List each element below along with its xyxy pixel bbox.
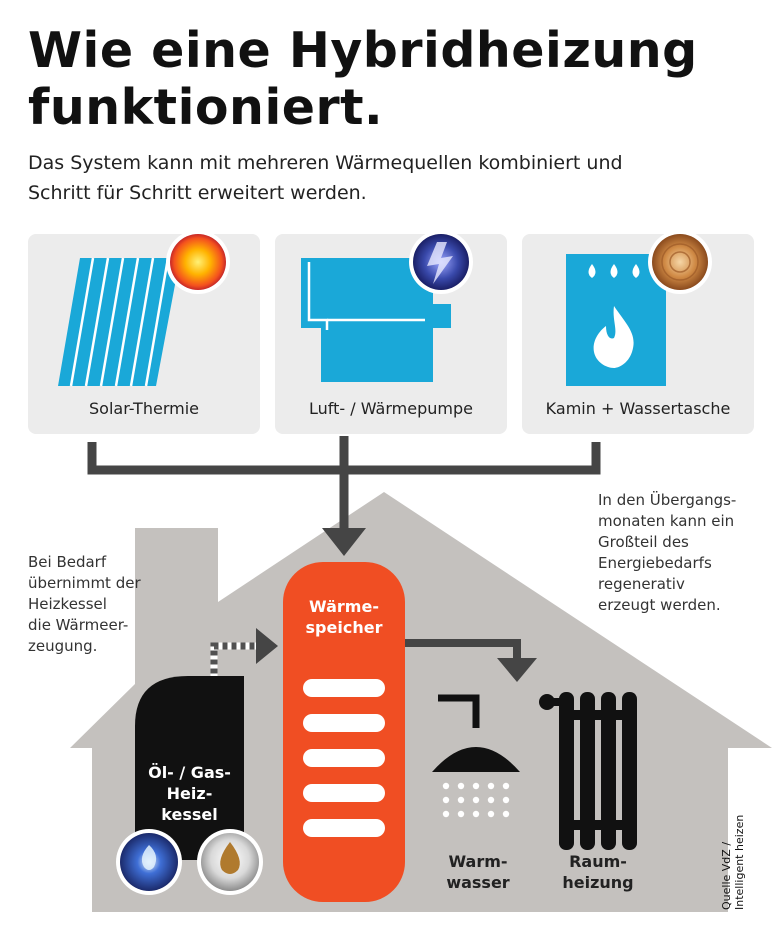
subtitle-line-2: Schritt für Schritt erweitert werden. [28,182,367,204]
source-card-heatpump: Luft- / Wärmepumpe [275,234,507,434]
oil-drop-icon [197,829,263,895]
title-line-2: funktioniert. [28,79,384,136]
note-left: Bei Bedarf übernimmt der Heizkessel die … [28,553,141,655]
raumheizung-label: Raum- heizung [562,852,634,892]
feed-arrow [322,528,366,556]
source-card-solar: Solar-Thermie [28,234,260,434]
source-card-fireplace: Kamin + Wassertasche [522,234,754,434]
wood-icon [648,234,712,294]
heat-pump-icon [301,234,473,382]
page-title: Wie eine Hybridheizung funktioniert. [28,22,768,136]
sun-icon [166,234,230,294]
storage-coil [303,679,385,837]
subtitle-line-1: Das System kann mit mehreren Wärmequelle… [28,152,623,174]
house-shape [70,492,772,912]
radiator-icon [539,692,637,850]
boiler-arrow [256,628,278,664]
fireplace-icon [566,234,712,386]
note-right: In den Übergangs- monaten kann ein Großt… [598,491,737,614]
warmwasser-label: Warm- wasser [446,852,510,892]
output-pipe [405,639,521,660]
gas-flame-icon [116,829,182,895]
boiler [135,676,244,860]
output-arrow [497,658,537,682]
title-line-1: Wie eine Hybridheizung [28,22,698,79]
card-label-fireplace: Kamin + Wassertasche [545,399,731,418]
flame-icon [593,306,634,368]
boiler-label: Öl- / Gas- Heiz- kessel [148,763,231,824]
solar-panel-icon [58,234,230,387]
shower-icon [432,694,520,818]
card-label-heatpump: Luft- / Wärmepumpe [309,399,473,418]
subtitle: Das System kann mit mehreren Wärmequelle… [28,148,768,208]
source-credit: Quelle VdZ / Intelligent heizen [720,814,746,910]
card-label-solar: Solar-Thermie [89,399,199,418]
storage-label: Wärme- speicher [305,597,383,637]
lightning-icon [409,234,473,294]
